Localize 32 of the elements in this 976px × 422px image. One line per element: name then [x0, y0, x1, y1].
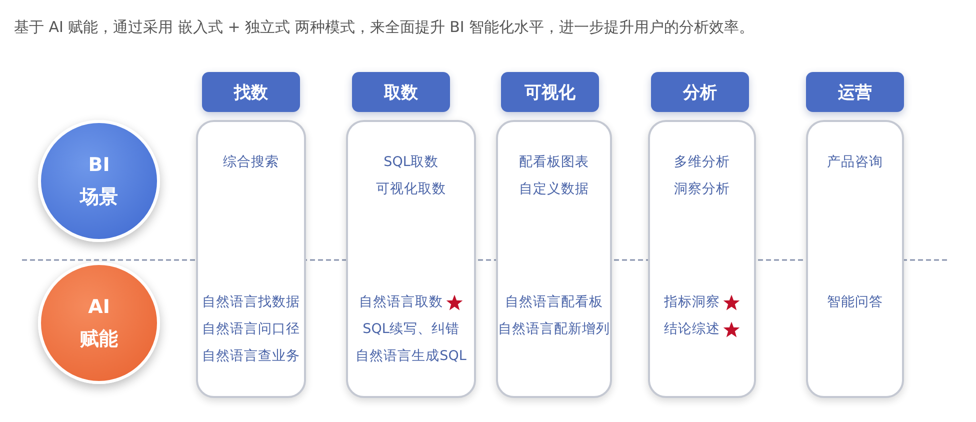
list-item: 配看板图表: [519, 153, 589, 171]
list-item: 综合搜索: [223, 153, 279, 171]
category-circle: BI 场景: [38, 120, 160, 242]
list-item: 可视化取数: [376, 180, 446, 198]
column-card: [806, 120, 904, 398]
list-item: 自然语言找数据: [202, 293, 300, 311]
column-header: 运营: [806, 72, 904, 112]
list-item: 自然语言问口径: [202, 320, 300, 338]
list-item: 自然语言配新增列: [498, 320, 610, 338]
list-item: 产品咨询: [827, 153, 883, 171]
column-card: [346, 120, 476, 398]
list-item: 指标洞察: [664, 293, 720, 311]
column-card: [496, 120, 612, 398]
list-item: SQL续写、纠错: [362, 320, 460, 338]
list-item: 自然语言查业务: [202, 347, 300, 365]
category-circle: AI 赋能: [38, 262, 160, 384]
list-item: 结论综述: [664, 320, 720, 338]
list-item: 自然语言配看板: [505, 293, 603, 311]
column-card: [196, 120, 306, 398]
list-item: SQL取数: [384, 153, 438, 171]
column-header: 找数: [202, 72, 300, 112]
list-item: 洞察分析: [674, 180, 730, 198]
list-item: 自然语言生成SQL: [356, 347, 466, 365]
list-item: 智能问答: [827, 293, 883, 311]
column-header: 取数: [352, 72, 450, 112]
list-item: 多维分析: [674, 153, 730, 171]
list-item: 自然语言取数: [359, 293, 443, 311]
list-item: 自定义数据: [519, 180, 589, 198]
heading: 基于 AI 赋能，通过采用 嵌入式 + 独立式 两种模式，来全面提升 BI 智能化水平，进一步提升用户的分析效率。: [14, 18, 754, 37]
column-card: [648, 120, 756, 398]
column-header: 分析: [651, 72, 749, 112]
column-header: 可视化: [501, 72, 599, 112]
